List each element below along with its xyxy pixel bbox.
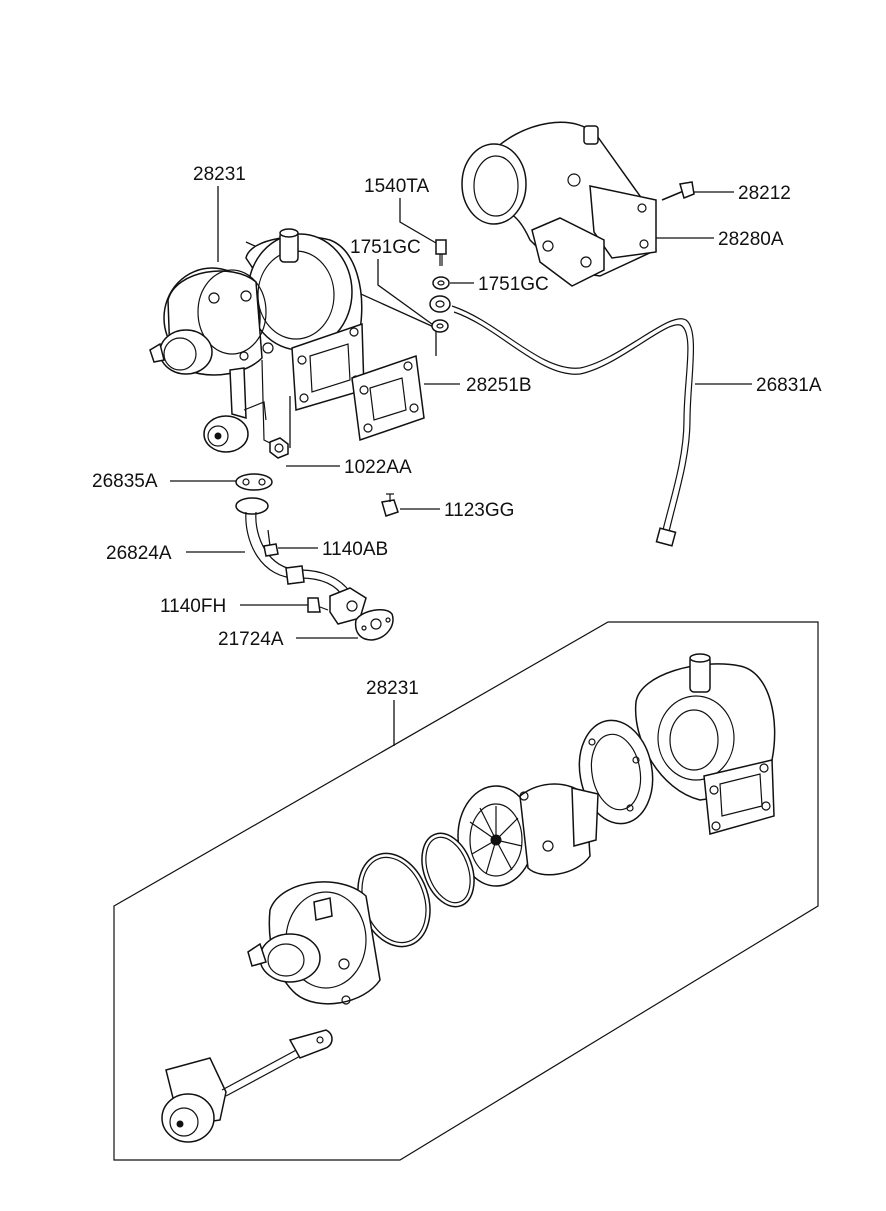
- turbine-housing-exploded: [634, 653, 776, 835]
- label-1140ab: 1140AB: [322, 539, 388, 560]
- nut-1022aa-part: [269, 437, 289, 459]
- label-1123gg: 1123GG: [444, 500, 514, 521]
- label-28280a: 28280A: [718, 229, 784, 250]
- part-labels: 28231 1540TA 1751GC 1751GC 28212 28280A …: [92, 164, 822, 699]
- label-1140fh: 1140FH: [160, 596, 226, 617]
- label-1751gc-upper: 1751GC: [350, 237, 421, 258]
- gasket-21724a-part: [354, 608, 394, 641]
- label-1022aa: 1022AA: [344, 457, 412, 478]
- center-cartridge: [457, 783, 599, 887]
- label-26824a: 26824A: [106, 543, 172, 564]
- assembly-frame: [113, 621, 819, 1161]
- exhaust-elbow-28280a-part: [461, 121, 657, 287]
- label-28231-assembly: 28231: [366, 678, 419, 699]
- bolt-1123gg-part: [381, 493, 399, 517]
- gasket-26835a-part: [235, 473, 273, 491]
- compressor-housing-exploded: [247, 881, 381, 1005]
- label-28212: 28212: [738, 183, 791, 204]
- oil-pipe-26831a-part: [451, 305, 695, 547]
- label-1540ta: 1540TA: [364, 176, 429, 197]
- label-1751gc-lower: 1751GC: [478, 274, 549, 295]
- wastegate-actuator-exploded: [161, 1029, 333, 1143]
- o-ring-seals: [357, 832, 475, 948]
- label-26831a: 26831A: [756, 375, 822, 396]
- label-21724a: 21724A: [218, 629, 284, 650]
- label-28231-top: 28231: [193, 164, 246, 185]
- label-28251b: 28251B: [466, 375, 532, 396]
- banjo-bolt-parts: [429, 239, 451, 333]
- turbocharger-top: [149, 228, 365, 453]
- gasket-28251b-part: [351, 354, 425, 442]
- bolt-1140ab-part: [263, 529, 279, 557]
- bolt-1140fh-part: [307, 597, 329, 613]
- bolt-28212-part: [661, 181, 695, 201]
- label-26835a: 26835A: [92, 471, 158, 492]
